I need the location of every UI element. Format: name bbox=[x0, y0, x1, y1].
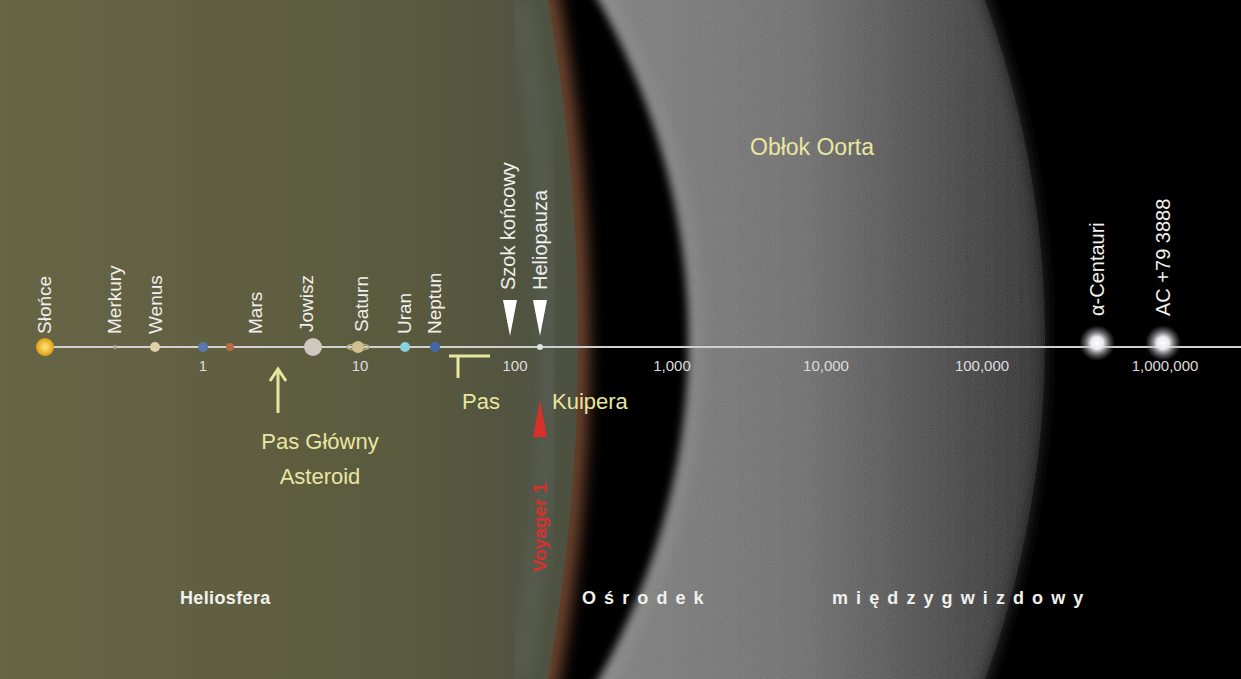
region-label: Obłok Oorta bbox=[750, 134, 874, 160]
marker-triangle bbox=[533, 300, 547, 336]
star-name: α-Centauri bbox=[1086, 222, 1109, 316]
scale-number: 10 bbox=[352, 357, 369, 374]
kuiper-bracket bbox=[449, 355, 490, 358]
scale-number: 1,000 bbox=[653, 357, 691, 374]
region-label: Ośrodek bbox=[582, 588, 712, 609]
scale-number: 100 bbox=[502, 357, 527, 374]
body-name: Uran bbox=[394, 293, 416, 334]
probe-dot bbox=[537, 344, 543, 350]
planet-dot bbox=[400, 342, 410, 352]
marker-triangle bbox=[503, 300, 517, 336]
body-name: Mars bbox=[245, 292, 267, 334]
heliosphere-region: Heliosfera bbox=[0, 0, 560, 679]
boundary-name: Heliopauza bbox=[529, 190, 552, 290]
star-glow bbox=[1079, 325, 1115, 361]
body-name: Merkury bbox=[104, 265, 126, 334]
planet-dot bbox=[198, 342, 208, 352]
oort-cloud-region: Obłok Oorta bbox=[750, 130, 910, 166]
belt-name: Kuipera bbox=[552, 389, 628, 414]
pointer-arrow bbox=[277, 372, 280, 413]
pointer-arrow bbox=[270, 369, 286, 381]
star-glow bbox=[1145, 325, 1181, 361]
planet-dot bbox=[113, 345, 117, 349]
body-name: Wenus bbox=[145, 275, 167, 334]
planet-dot bbox=[352, 341, 364, 353]
voyager-marker bbox=[533, 400, 547, 437]
planet-dot bbox=[226, 343, 234, 351]
body-name: Słońce bbox=[34, 276, 56, 334]
sun-dot bbox=[36, 338, 54, 356]
belt-name: Pas Główny Asteroid bbox=[245, 424, 395, 494]
body-name: Neptun bbox=[424, 273, 446, 334]
planet-dot bbox=[430, 342, 440, 352]
body-name: Jowisz bbox=[296, 275, 318, 332]
kuiper-bracket bbox=[457, 356, 460, 378]
scale-number: 1 bbox=[199, 357, 207, 374]
region-label: Heliosfera bbox=[180, 588, 271, 609]
planet-dot bbox=[304, 338, 322, 356]
scale-number: 10,000 bbox=[803, 357, 849, 374]
region-label: międzygwizdowy bbox=[832, 588, 1091, 609]
belt-name: Pas bbox=[462, 389, 500, 414]
star-name: AC +79 3888 bbox=[1152, 199, 1175, 316]
planet-dot bbox=[150, 342, 160, 352]
body-name: Saturn bbox=[351, 276, 373, 332]
scale-number: 1,000,000 bbox=[1132, 357, 1199, 374]
boundary-name: Szok końcowy bbox=[497, 162, 520, 290]
probe-name: Voyager 1 bbox=[529, 483, 551, 572]
interstellar-region: Ośrodek międzygwizdowy Obłok Oorta bbox=[560, 0, 1241, 679]
scale-number: 100,000 bbox=[955, 357, 1009, 374]
